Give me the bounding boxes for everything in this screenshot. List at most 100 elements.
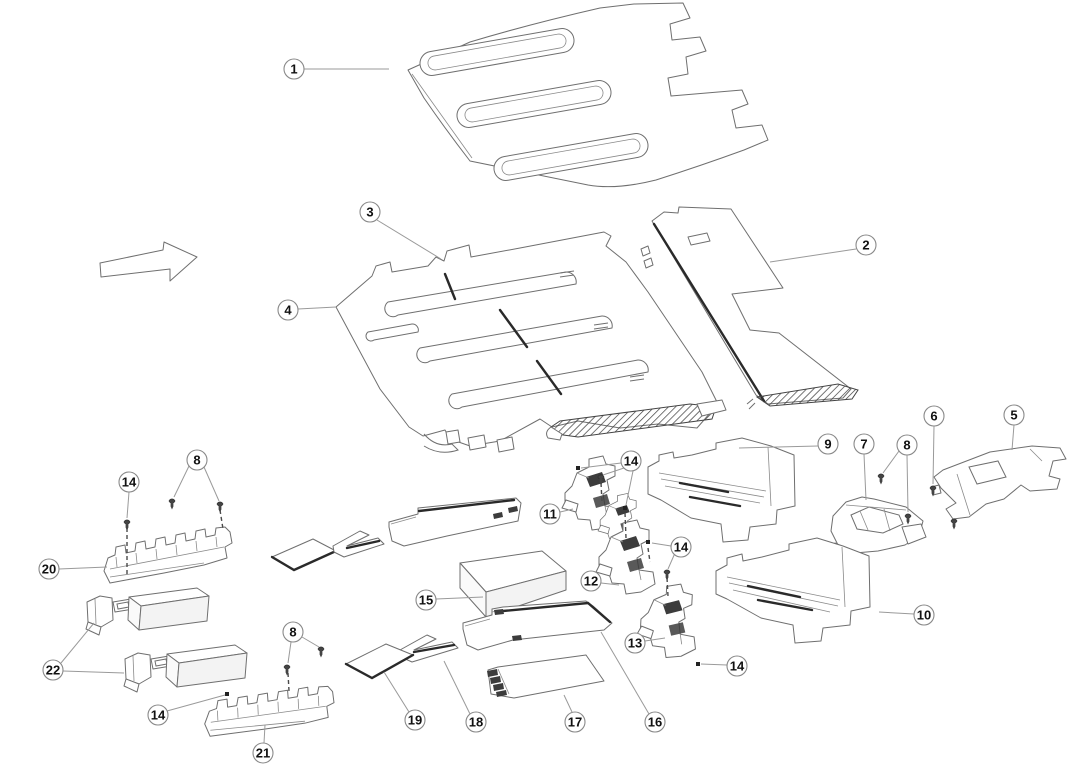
callout-13[interactable]: 13 [624,632,666,654]
callout-number: 16 [648,715,662,730]
callout-circle[interactable] [1003,404,1025,426]
callout-circle[interactable] [465,711,487,733]
callout-circle[interactable] [415,589,437,611]
callout-8[interactable]: 8 [282,621,320,664]
callout-14[interactable]: 14 [651,536,692,570]
callout-number: 14 [122,475,137,490]
fastener-dot [225,692,229,696]
callout-1[interactable]: 1 [283,58,389,80]
callout-16[interactable]: 16 [600,631,666,733]
callout-circle[interactable] [896,434,918,456]
callout-11[interactable]: 11 [539,503,574,525]
screw-axis-dashed-line [666,577,669,597]
callout-number: 15 [419,593,433,608]
callout-circle[interactable] [644,711,666,733]
callout-leader-line [602,467,625,476]
callout-circle[interactable] [726,655,748,677]
callout-number: 12 [584,574,598,589]
part-15-foam-box [459,550,567,618]
callout-14[interactable]: 14 [700,655,748,677]
callout-circle[interactable] [564,711,586,733]
callout-leader-line [882,450,900,474]
callout-19[interactable]: 19 [383,671,426,731]
callout-circle[interactable] [853,433,875,455]
part-3-4-carpet-panel [335,231,727,453]
callout-number: 13 [628,636,642,651]
callout-20[interactable]: 20 [38,558,108,580]
callout-5[interactable]: 5 [1003,404,1025,451]
screw-icon [950,518,958,530]
callout-circle[interactable] [277,299,299,321]
callout-number: 19 [408,713,422,728]
callout-22[interactable]: 22 [42,622,125,681]
callout-number: 14 [151,708,166,723]
callout-12[interactable]: 12 [580,570,620,592]
callout-circle[interactable] [252,742,274,764]
callout-circle[interactable] [539,503,561,525]
duplicate-liner-panel [388,497,522,547]
callout-circle[interactable] [670,536,692,558]
callout-leader-line [644,637,666,642]
callout-leader-line [738,445,819,449]
callout-14[interactable]: 14 [118,471,140,519]
callout-number: 10 [917,608,931,623]
callout-number: 8 [903,438,910,453]
callout-circle[interactable] [118,471,140,493]
callout-leader-line [769,248,857,263]
screw-icon [123,519,131,531]
callout-number: 8 [193,453,200,468]
callout-2[interactable]: 2 [769,234,877,263]
callout-circle[interactable] [580,570,602,592]
callout-number: 18 [469,715,483,730]
callout-circle[interactable] [283,58,305,80]
callout-circle[interactable] [923,405,945,427]
callout-circle[interactable] [186,449,208,471]
screw-axis-dashed-line [287,672,290,692]
callout-number: 9 [824,437,831,452]
callout-9[interactable]: 9 [738,433,839,455]
callout-number: 5 [1010,408,1017,423]
callout-6[interactable]: 6 [923,405,945,485]
callout-21[interactable]: 21 [252,724,274,764]
screw-icon [283,664,291,676]
callout-14[interactable]: 14 [580,450,642,506]
callout-leader-line [287,641,292,664]
callout-17[interactable]: 17 [563,694,586,733]
callout-leader-line [301,636,320,648]
callout-leader-line [667,552,676,570]
callout-circle[interactable] [855,234,877,256]
callout-circle[interactable] [282,621,304,643]
callout-7[interactable]: 7 [853,433,875,501]
callout-circle[interactable] [147,704,169,726]
callout-leader-line [580,462,622,469]
callout-4[interactable]: 4 [277,299,337,321]
duplicate-fork-spacer [332,530,385,558]
callout-leader-line [62,670,125,674]
callout-leader-line [600,582,620,586]
callout-10[interactable]: 10 [878,604,935,626]
callout-14[interactable]: 14 [147,694,226,726]
callout-number: 22 [46,663,60,678]
callout-3[interactable]: 3 [359,201,442,260]
callout-circle[interactable] [42,659,64,681]
callout-leader-line [263,724,266,744]
callout-leader-line [878,611,915,615]
callout-circle[interactable] [817,433,839,455]
callout-circle[interactable] [404,709,426,731]
callout-circle[interactable] [359,201,381,223]
callout-8[interactable]: 8 [882,434,918,513]
screw-axis-dashed-line [600,482,603,503]
callout-circle[interactable] [913,604,935,626]
callout-leader-line [625,470,634,506]
callout-number: 20 [42,562,56,577]
callout-15[interactable]: 15 [415,589,484,611]
callout-18[interactable]: 18 [443,660,487,733]
callout-leader-line [126,491,130,519]
callout-circle[interactable] [38,558,60,580]
callout-circle[interactable] [624,632,646,654]
callout-circle[interactable] [620,450,642,472]
callout-8[interactable]: 8 [173,449,220,502]
part-9-rail-bracket [647,437,796,543]
